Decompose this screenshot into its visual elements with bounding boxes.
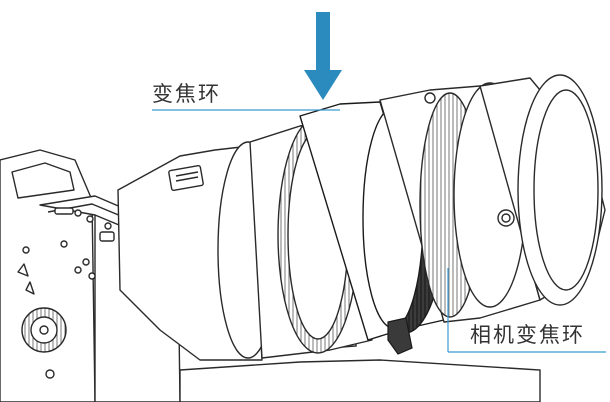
down-arrow-icon [304, 12, 342, 100]
zoom-lever [387, 317, 413, 355]
lens-front-barrel [379, 74, 606, 323]
camera-zoom-ring-label: 相机变焦环 [470, 323, 585, 347]
zoom-ring-label: 变焦环 [152, 82, 221, 106]
